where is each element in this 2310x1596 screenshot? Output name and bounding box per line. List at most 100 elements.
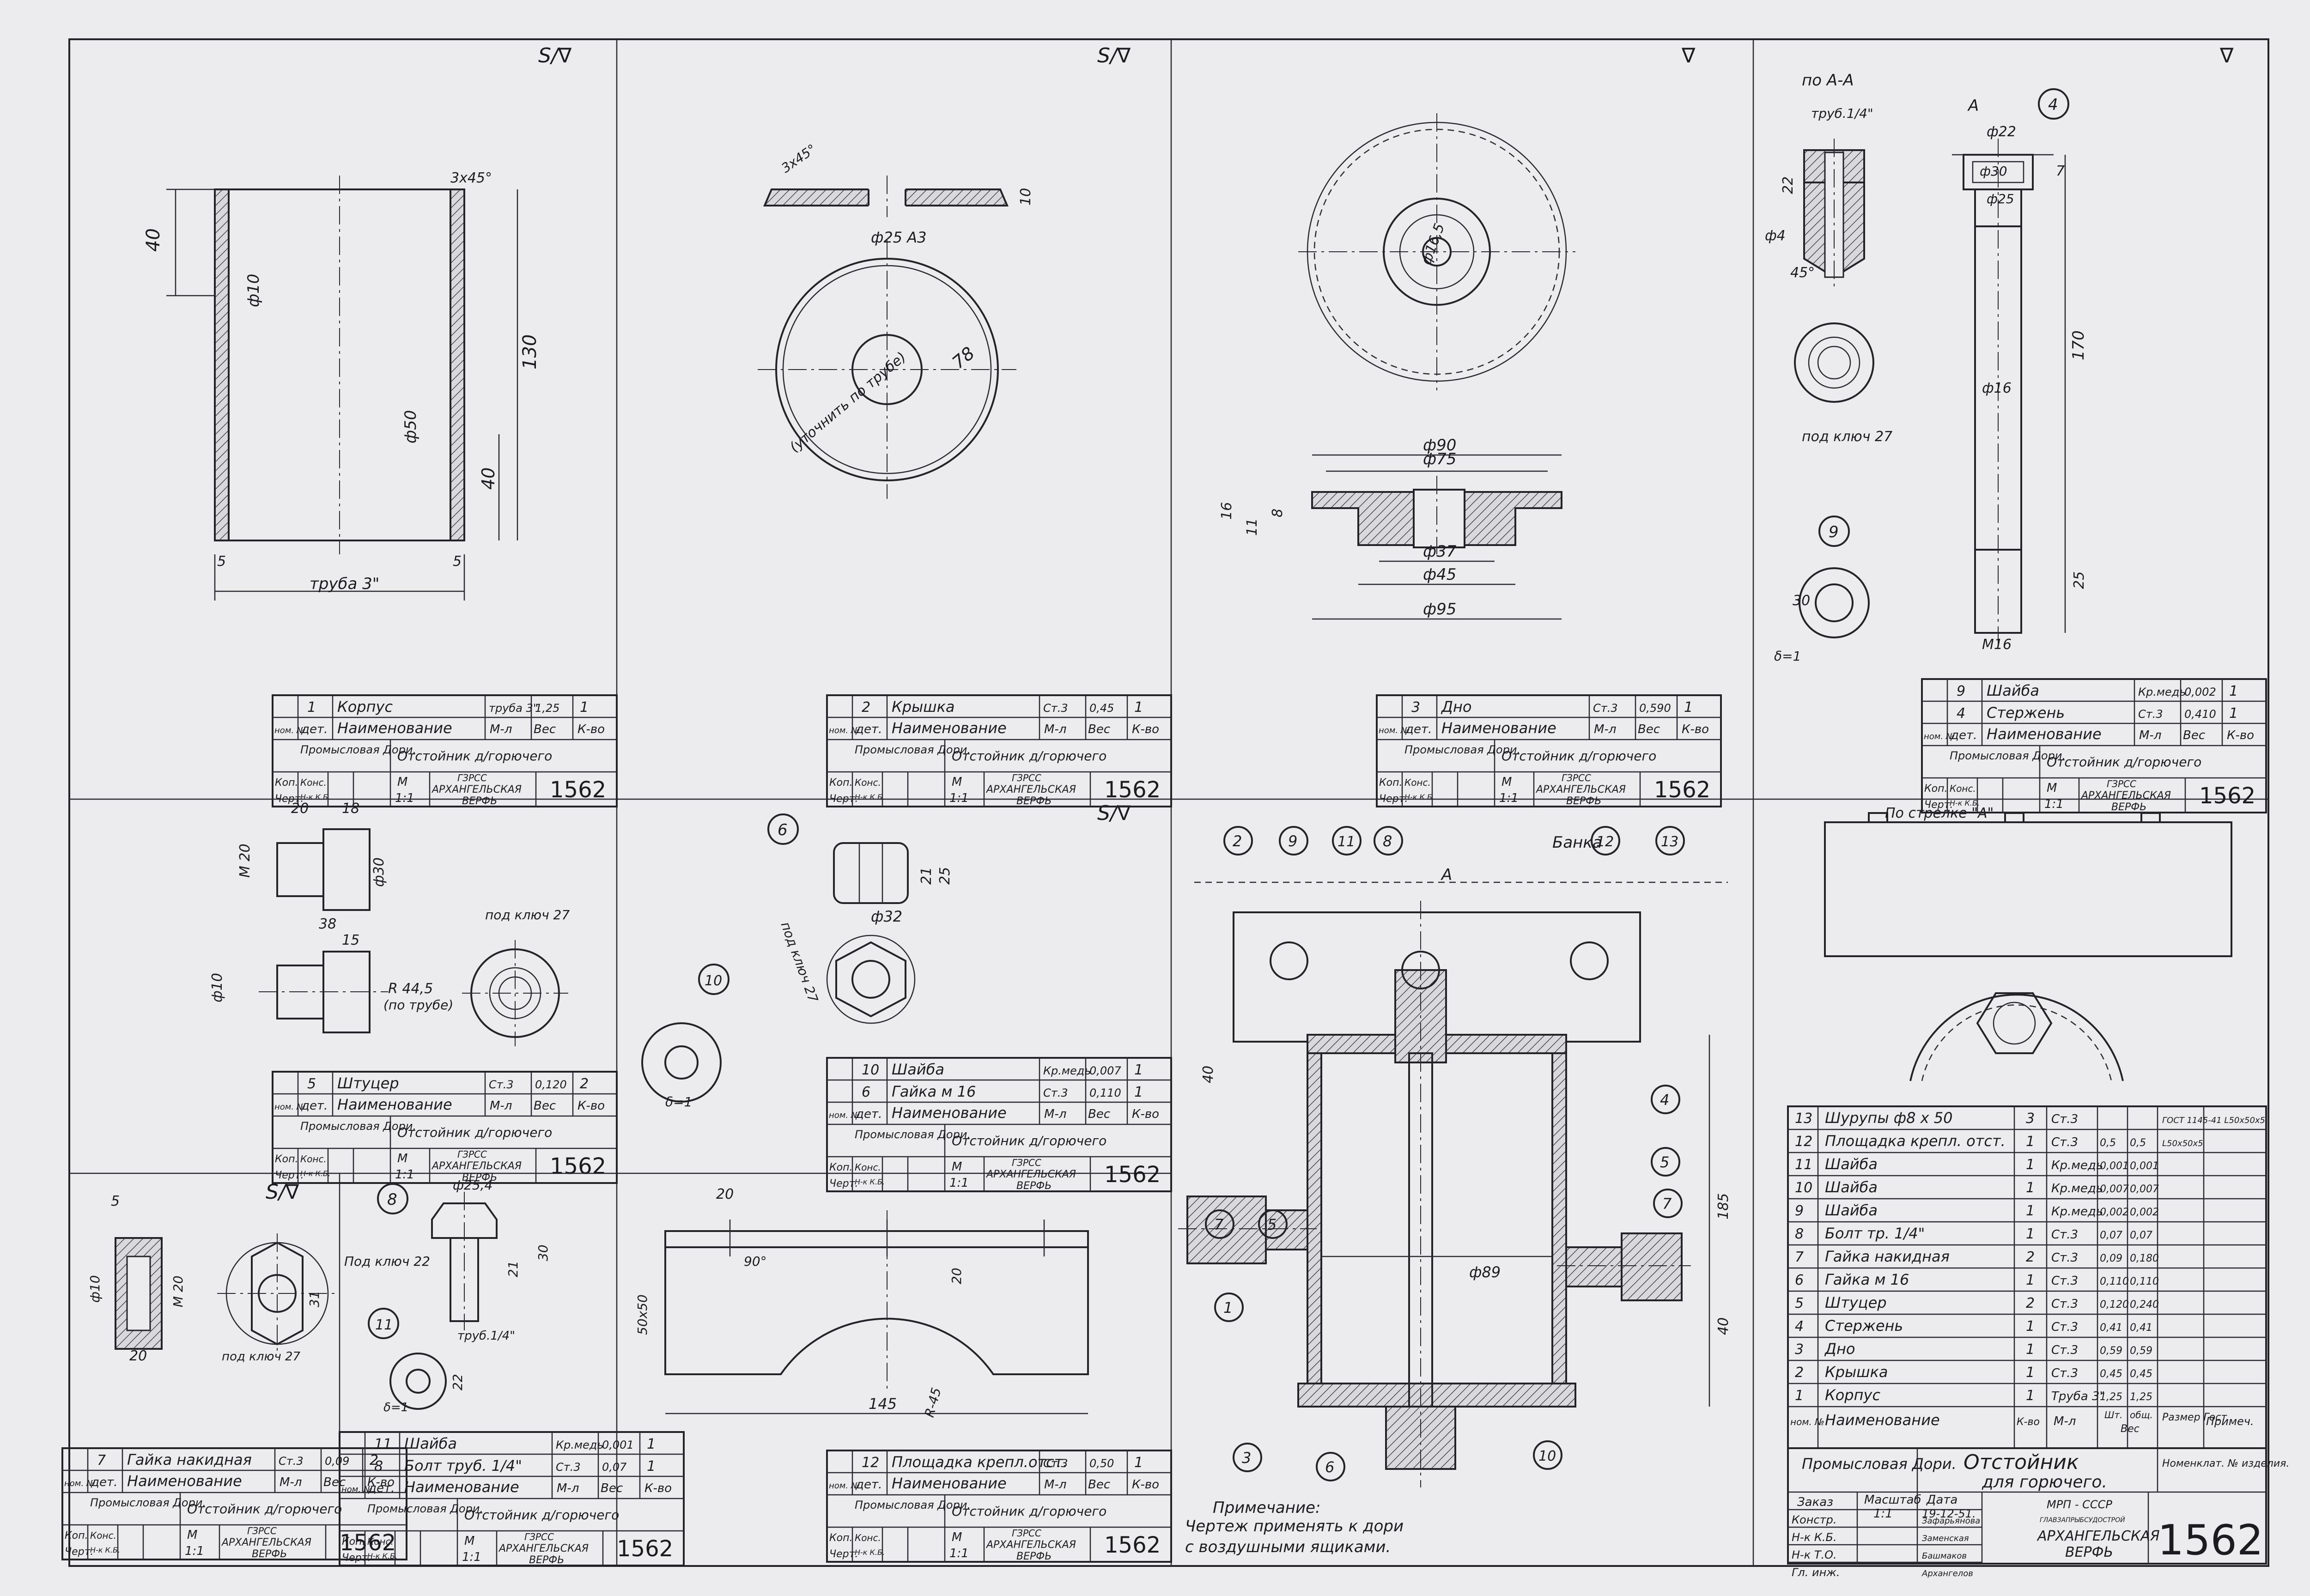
bom-weight-total: 0,110 (2130, 1276, 2159, 1287)
role-label: Н-к К.Б. (300, 1169, 330, 1178)
bom-num: 2 (1795, 1365, 1804, 1381)
scale-value: 1:1 (185, 1544, 204, 1558)
role-label: Н-к К.Б. (855, 1548, 885, 1557)
drawing-number: 1562 (1654, 777, 1710, 803)
bom-weight-each: 0,001 (2100, 1160, 2129, 1172)
row-material: Ст.3 (1043, 1457, 1068, 1470)
org-name: ВЕРФЬ (529, 1554, 564, 1566)
col-header: Вес (2183, 728, 2205, 742)
scale-label: М (397, 775, 407, 789)
role-label: Черт. (1924, 799, 1953, 811)
bom-weight-total: 0,41 (2130, 1322, 2152, 1334)
row-weight: 0,50 (1089, 1457, 1114, 1470)
bom-header: Шт. (2104, 1409, 2122, 1420)
col-header: ном. № (274, 1102, 305, 1112)
row-material: Ст.3 (556, 1461, 581, 1474)
row-material: Ст.3 (489, 1078, 514, 1091)
section-label: по А-А (1802, 71, 1854, 90)
dim-label: М16 (1982, 637, 2012, 653)
section-arrow-label: А (1967, 97, 1979, 115)
row-num: 12 (862, 1455, 879, 1471)
dim-label: δ=1 (1774, 649, 1801, 664)
svg-text:3: 3 (1242, 1449, 1251, 1467)
role-label: Н-к К.Б. (855, 793, 885, 801)
role-label: Коп. (275, 1153, 298, 1165)
role-label: Конс. (855, 1162, 881, 1173)
col-header: К-во (1682, 722, 1709, 736)
row-name: Площадка крепл.отст. (892, 1453, 1068, 1471)
role-label: Черт. (829, 793, 858, 805)
bom-num: 11 (1795, 1157, 1812, 1173)
detail-number-balloons: 4 9 6 10 8 11 (368, 88, 2069, 1339)
bom-weight-each: 0,45 (2100, 1368, 2122, 1380)
dim-label: 40 (1200, 1066, 1216, 1083)
row-name: Шайба (892, 1061, 944, 1078)
dim-label: 5 (111, 1193, 120, 1209)
row-num: 3 (1411, 699, 1420, 716)
svg-text:9: 9 (1288, 832, 1297, 850)
assembly-name: Отстойник д/горючего (187, 1501, 342, 1517)
bom-gost: ГОСТ 1145-41 L50x50x5 (2162, 1116, 2265, 1125)
part-1-body-drawing (166, 176, 518, 601)
org-name: ВЕРФЬ (2111, 801, 2146, 813)
drawing-number: 1562 (1104, 1532, 1161, 1558)
row-num: 8 (374, 1458, 383, 1475)
dim-label: δ=1 (665, 1094, 692, 1110)
dim-label: ф10 (209, 973, 225, 1002)
bom-material: Ст.3 (2051, 1320, 2078, 1334)
dim-label: ф25 А3 (871, 229, 927, 246)
dim-label: 21 (505, 1261, 521, 1277)
dim-label: ф50 (401, 410, 420, 443)
col-header: Вес (534, 1099, 556, 1113)
role-label: Коп. (65, 1530, 88, 1541)
scale-label: М (464, 1534, 474, 1548)
dim-label: 20 (291, 801, 309, 817)
roughness-mark: ∇ (2219, 44, 2234, 67)
col-header: М-л (2139, 728, 2161, 742)
row-qty: 1 (1134, 1062, 1143, 1078)
role-label: Конс. (1404, 777, 1431, 788)
roughness-mark: S/∇ (1097, 44, 1131, 67)
assembly-name: Отстойник д/горючего (952, 1504, 1106, 1519)
row-material: Ст.3 (279, 1455, 304, 1468)
drawing-number: 1562 (1104, 1162, 1161, 1188)
drawing-number: 1562 (2199, 783, 2255, 809)
bom-weight-total: 0,45 (2130, 1368, 2152, 1380)
row-name: Шайба (1987, 682, 2039, 699)
row-name: Крышка (892, 698, 955, 716)
signer-name: Башмаков (1922, 1551, 1967, 1561)
org-name: ГЗРСС (457, 772, 487, 783)
col-header: Наименование (892, 1104, 1007, 1122)
dim-label: 45° (1790, 265, 1815, 281)
bom-weight-total: 0,002 (2130, 1207, 2159, 1218)
dim-label: (по трубе) (383, 997, 453, 1013)
row-num: 10 (862, 1062, 879, 1078)
col-header: К-во (578, 722, 605, 736)
role-label: Коп. (342, 1536, 365, 1547)
org-name: АРХАНГЕЛЬСКАЯ (1535, 784, 1626, 795)
dim-label: ф95 (1423, 600, 1456, 619)
org-name: ГЗРСС (2107, 778, 2136, 789)
signer-name: Зафарьянова (1922, 1516, 1980, 1526)
product-name: Промысловая Дори. (855, 743, 971, 756)
dim-label: ф30 (371, 857, 387, 887)
col-header: дет. (855, 722, 882, 736)
row-num: 4 (1957, 705, 1965, 722)
scale-value: 1:1 (1499, 791, 1519, 805)
assembly-name: Отстойник д/горючего (952, 748, 1106, 764)
bom-weight-each: 0,120 (2100, 1299, 2129, 1311)
dim-label: 170 (2069, 330, 2088, 360)
date-label: Дата (1926, 1493, 1957, 1507)
dim-label: ф4 (1765, 228, 1786, 244)
drawing-title: Отстойник (1964, 1450, 2079, 1474)
svg-text:5: 5 (1267, 1216, 1277, 1233)
role-label: Конс. (855, 1532, 881, 1543)
svg-text:13: 13 (1661, 834, 1678, 850)
role-label: Черт. (342, 1552, 371, 1564)
dim-label: 25 (2071, 571, 2087, 589)
